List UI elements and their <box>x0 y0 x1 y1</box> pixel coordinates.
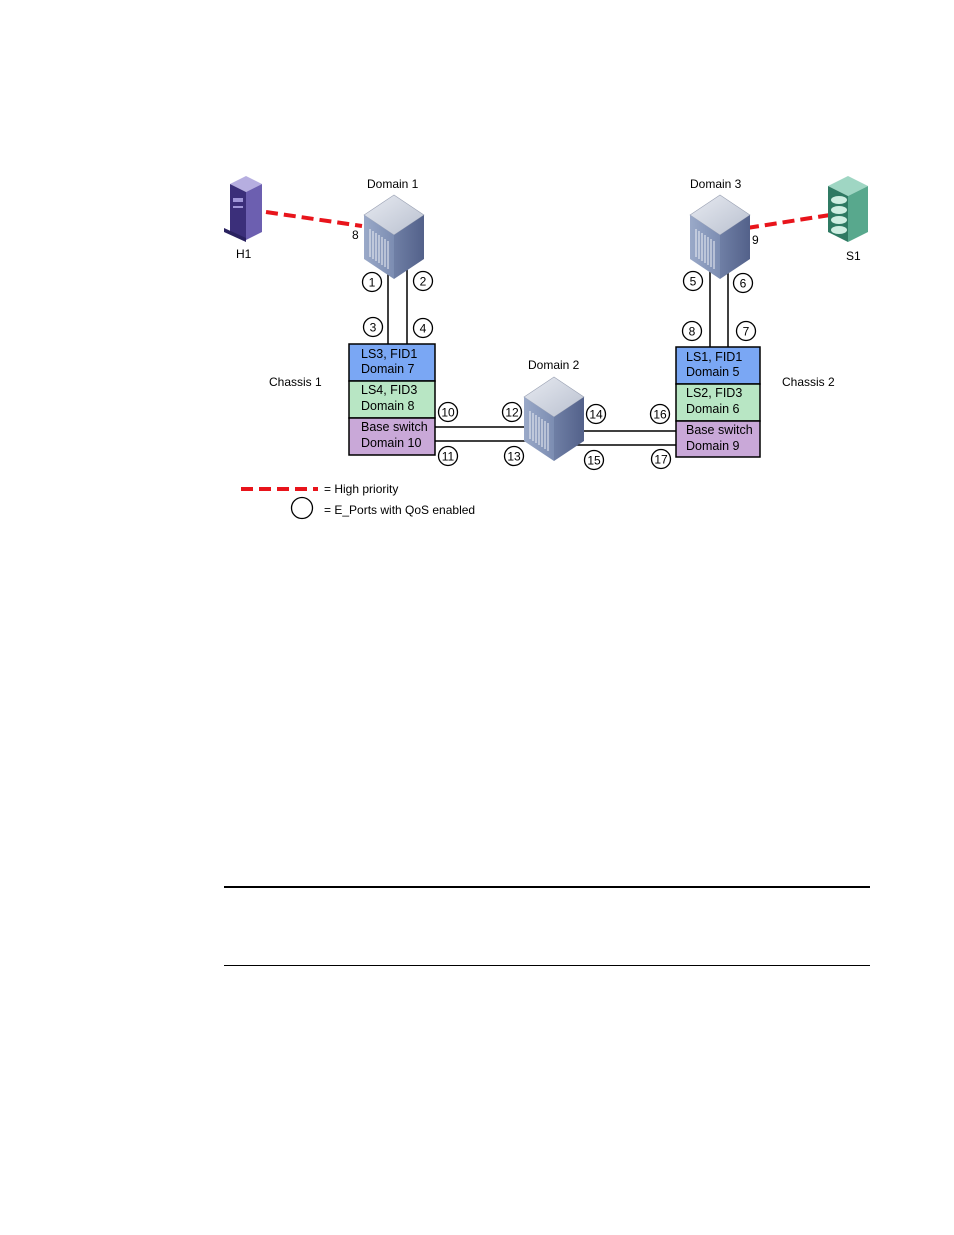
chassis-1-label: Chassis 1 <box>269 375 322 389</box>
chassis-1: LS3, FID1 Domain 7 LS4, FID3 Domain 8 Ba… <box>349 344 435 455</box>
switch-icon <box>364 195 424 279</box>
svg-text:2: 2 <box>420 275 427 289</box>
storage-icon <box>828 176 868 242</box>
ls1-domain: Domain 5 <box>686 365 740 379</box>
port-marker: 5 <box>684 272 703 291</box>
legend-high-priority-label: = High priority <box>324 482 398 496</box>
ls2-domain: Domain 6 <box>686 402 740 416</box>
legend-qos-label: = E_Ports with QoS enabled <box>324 503 475 517</box>
svg-text:5: 5 <box>690 275 697 289</box>
s1-port-label: 9 <box>752 233 759 247</box>
svg-text:14: 14 <box>589 408 603 422</box>
base1-domain: Domain 10 <box>361 436 421 450</box>
svg-text:8: 8 <box>689 325 696 339</box>
svg-text:6: 6 <box>740 277 747 291</box>
s1-label: S1 <box>846 249 861 263</box>
svg-text:3: 3 <box>370 321 377 335</box>
svg-text:17: 17 <box>654 453 668 467</box>
base2-domain: Domain 9 <box>686 439 740 453</box>
port-marker: 3 <box>364 318 383 337</box>
svg-text:7: 7 <box>743 325 750 339</box>
high-priority-link-h1 <box>266 212 362 226</box>
note-bottom-rule <box>224 965 870 966</box>
ls3-domain: Domain 7 <box>361 362 415 376</box>
port-marker: 11 <box>439 447 458 466</box>
port-marker: 17 <box>652 450 671 469</box>
domain-3-label: Domain 3 <box>690 177 742 191</box>
svg-text:10: 10 <box>441 406 455 420</box>
port-marker: 16 <box>651 405 670 424</box>
legend-qos-swatch <box>292 498 313 519</box>
ls2-name: LS2, FID3 <box>686 386 742 400</box>
port-marker: 14 <box>587 405 606 424</box>
domain-1-label: Domain 1 <box>367 177 419 191</box>
port-marker: 8 <box>683 322 702 341</box>
note-top-rule <box>224 886 870 888</box>
svg-text:4: 4 <box>420 322 427 336</box>
port-marker: 6 <box>734 274 753 293</box>
svg-text:13: 13 <box>507 450 521 464</box>
ls4-name: LS4, FID3 <box>361 383 417 397</box>
port-marker: 4 <box>414 319 433 338</box>
chassis-2: LS1, FID1 Domain 5 LS2, FID3 Domain 6 Ba… <box>676 347 760 457</box>
ls1-name: LS1, FID1 <box>686 350 742 364</box>
svg-text:16: 16 <box>653 408 667 422</box>
h1-label: H1 <box>236 247 252 261</box>
port-marker: 12 <box>503 403 522 422</box>
high-priority-link-s1 <box>747 215 830 228</box>
svg-text:11: 11 <box>442 450 455 464</box>
port-marker: 7 <box>737 322 756 341</box>
svg-text:1: 1 <box>369 276 376 290</box>
ls3-name: LS3, FID1 <box>361 347 417 361</box>
ls4-domain: Domain 8 <box>361 399 415 413</box>
chassis-2-label: Chassis 2 <box>782 375 835 389</box>
h1-port-label: 8 <box>352 228 359 242</box>
domain-2-label: Domain 2 <box>528 358 580 372</box>
switch-icon <box>524 377 584 461</box>
port-marker: 2 <box>414 272 433 291</box>
port-marker: 15 <box>585 451 604 470</box>
legend: = High priority = E_Ports with QoS enabl… <box>241 482 475 519</box>
base2-name: Base switch <box>686 423 753 437</box>
port-marker: 1 <box>363 273 382 292</box>
switch-icon <box>690 195 750 279</box>
svg-text:12: 12 <box>505 406 519 420</box>
server-icon <box>224 176 262 242</box>
base1-name: Base switch <box>361 420 428 434</box>
svg-text:15: 15 <box>587 454 601 468</box>
port-marker: 13 <box>505 447 524 466</box>
port-marker: 10 <box>439 403 458 422</box>
